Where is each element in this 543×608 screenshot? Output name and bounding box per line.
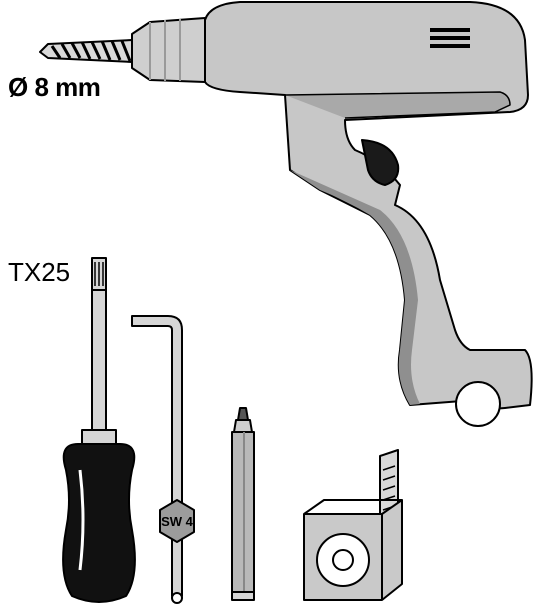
power-drill-icon — [39, 1, 533, 427]
marker-pen-icon — [231, 407, 255, 601]
screwdriver-size-label: TX25 — [8, 257, 71, 287]
drill-bit-icon — [39, 39, 133, 63]
hex-key-icon: SW 4 — [131, 315, 195, 604]
hex-key-size-label: SW 4 — [161, 514, 194, 529]
torx-screwdriver-icon — [62, 257, 136, 603]
tape-measure-icon — [303, 449, 403, 601]
drill-bit-size-label: Ø 8 mm — [8, 72, 101, 102]
